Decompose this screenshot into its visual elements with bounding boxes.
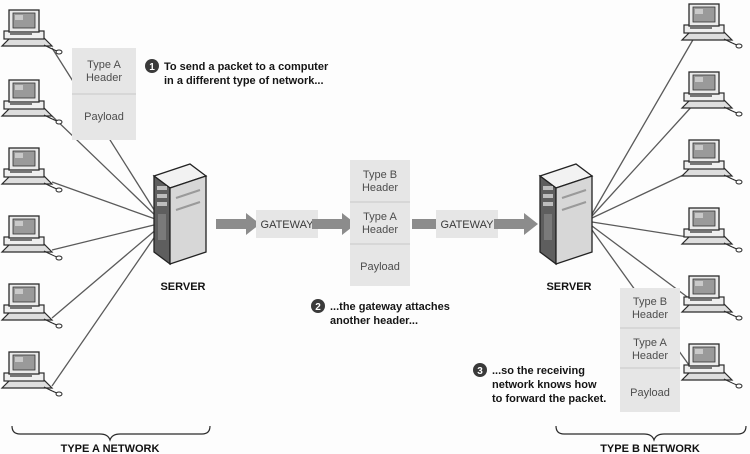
step-number-marker-icon [311,299,325,313]
final-header-a-line-2: Header [632,350,668,362]
middle-header-b-line-2: Header [362,182,398,194]
first-gateway-box [256,210,318,238]
step-2-line-2: another header... [330,315,418,327]
arrow-right-icon [216,213,260,235]
step-1-line-1: To send a packet to a computer [164,61,329,73]
final-packet: Type B Header Type A Header Payload [620,288,680,412]
desktop-computer-icon [681,71,743,117]
right-tower-server-icon [539,163,593,265]
step-number-marker-icon [145,59,159,73]
desktop-computer-icon [681,343,743,389]
left-server-label: SERVER [160,281,205,293]
first-gateway-label: GATEWAY [261,219,315,231]
final-payload: Payload [630,387,670,399]
step-1-callout: 1 To send a packet to a computer in a di… [145,59,329,87]
origin-packet: Type A Header Payload [72,48,136,140]
step-3-line-1: ...so the receiving [492,365,585,377]
right-network-label: TYPE B NETWORK [600,443,700,454]
step-number-marker-icon [473,363,487,377]
step-3-callout: 3 ...so the receiving network knows how … [473,363,606,405]
origin-header-a-line-2: Header [86,72,122,84]
final-header-a-line-1: Type A [633,337,667,349]
desktop-computer-icon [1,9,63,55]
desktop-computer-icon [681,207,743,253]
origin-payload: Payload [84,111,124,123]
second-gateway-box [436,210,498,238]
left-network-label: TYPE A NETWORK [61,443,160,454]
desktop-computer-icon [681,3,743,49]
middle-header-a-line-1: Type A [363,211,397,223]
desktop-computer-icon [681,275,743,321]
step-2-callout: 2 ...the gateway attaches another header… [311,299,450,327]
arrow-right-icon [312,213,356,235]
second-gateway-label: GATEWAY [441,219,495,231]
step-3-number: 3 [477,366,483,377]
middle-payload: Payload [360,261,400,273]
desktop-computer-icon [1,283,63,329]
left-network-brace [11,425,211,442]
desktop-computer-icon [1,147,63,193]
final-header-b-line-2: Header [632,309,668,321]
desktop-computer-icon [1,215,63,261]
step-1-number: 1 [149,62,155,73]
arrow-right-icon [494,213,538,235]
step-1-line-2: in a different type of network... [164,75,324,87]
step-2-number: 2 [315,302,321,313]
middle-header-b-line-1: Type B [363,169,397,181]
origin-header-a-line-1: Type A [87,59,121,71]
step-2-line-1: ...the gateway attaches [330,301,450,313]
left-tower-server-icon [153,163,207,265]
middle-packet: Type B Header Type A Header Payload [350,160,410,286]
middle-header-a-line-2: Header [362,224,398,236]
right-network-brace [555,425,747,442]
left-computers [1,9,63,397]
step-3-line-3: to forward the packet. [492,393,606,405]
desktop-computer-icon [681,139,743,185]
right-server-label: SERVER [546,281,591,293]
final-header-b-line-1: Type B [633,296,667,308]
desktop-computer-icon [1,351,63,397]
step-3-line-2: network knows how [492,379,597,391]
right-computers [681,3,743,389]
